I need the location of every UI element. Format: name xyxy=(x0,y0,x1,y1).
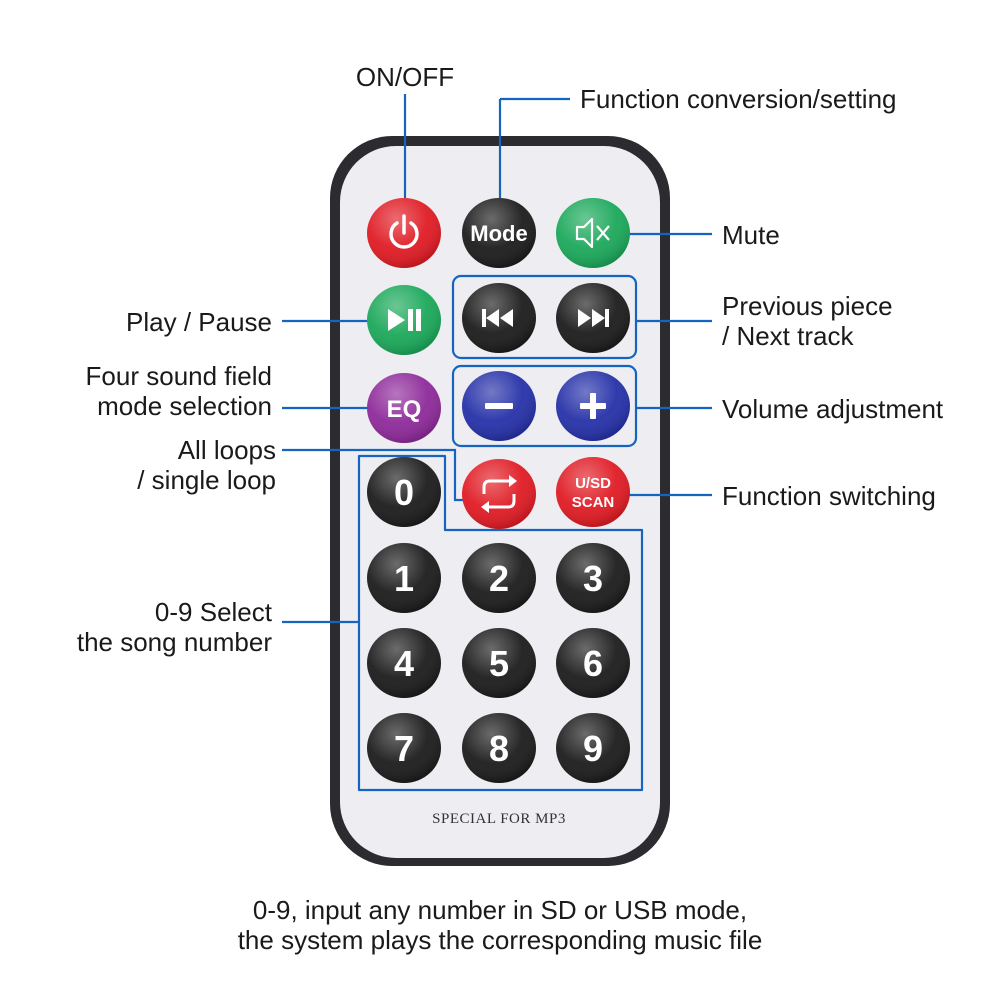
previous-button[interactable] xyxy=(462,283,536,353)
label-on-off: ON/OFF xyxy=(355,62,455,92)
digit-6-button[interactable]: 6 xyxy=(556,628,630,698)
label-function-setting: Function conversion/setting xyxy=(580,84,897,114)
digit-7-button[interactable]: 7 xyxy=(367,713,441,783)
footer-line-2: the system plays the corresponding music… xyxy=(237,925,763,955)
digit-2-label: 2 xyxy=(489,558,509,599)
digit-5-label: 5 xyxy=(489,643,509,684)
digit-0-label: 0 xyxy=(394,472,414,513)
plus-icon xyxy=(580,393,606,419)
next-icon xyxy=(578,309,609,327)
loop-icon xyxy=(481,475,517,513)
mode-button[interactable]: Mode xyxy=(462,198,536,268)
previous-icon xyxy=(482,309,513,327)
digit-4-label: 4 xyxy=(394,643,414,684)
digit-8-label: 8 xyxy=(489,728,509,769)
play-pause-button[interactable] xyxy=(367,285,441,355)
digit-7-label: 7 xyxy=(394,728,414,769)
digit-3-button[interactable]: 3 xyxy=(556,543,630,613)
mode-label: Mode xyxy=(470,221,527,246)
label-prev-next-2: / Next track xyxy=(722,321,854,351)
label-eq-1: Four sound field xyxy=(85,361,272,391)
play-pause-icon xyxy=(388,309,421,331)
label-volume: Volume adjustment xyxy=(722,394,944,424)
minus-icon xyxy=(485,403,513,409)
usd-label-line1: U/SD xyxy=(575,475,611,492)
footer-line-1: 0-9, input any number in SD or USB mode, xyxy=(252,895,748,925)
label-eq-2: mode selection xyxy=(97,391,272,421)
power-icon xyxy=(389,214,419,249)
label-select-1: 0-9 Select xyxy=(154,597,272,627)
power-button[interactable] xyxy=(367,198,441,268)
label-prev-next-1: Previous piece xyxy=(722,291,893,321)
digit-1-button[interactable]: 1 xyxy=(367,543,441,613)
volume-up-button[interactable] xyxy=(556,371,630,441)
label-loops-2: / single loop xyxy=(137,465,276,495)
digit-6-label: 6 xyxy=(583,643,603,684)
mute-icon xyxy=(575,217,610,249)
volume-down-button[interactable] xyxy=(462,371,536,441)
callout-lines xyxy=(282,94,712,792)
digit-0-button[interactable]: 0 xyxy=(367,457,441,527)
label-select-2: the song number xyxy=(76,627,272,657)
usd-scan-button[interactable]: U/SD SCAN xyxy=(556,457,630,527)
label-mute: Mute xyxy=(722,220,780,250)
digit-2-button[interactable]: 2 xyxy=(462,543,536,613)
label-loops-1: All loops xyxy=(177,435,276,465)
brand-text: SPECIAL FOR MP3 xyxy=(432,811,566,827)
digit-9-label: 9 xyxy=(583,728,603,769)
next-button[interactable] xyxy=(556,283,630,353)
label-function-switching: Function switching xyxy=(722,481,936,511)
digit-5-button[interactable]: 5 xyxy=(462,628,536,698)
digit-9-button[interactable]: 9 xyxy=(556,713,630,783)
usd-label-line2: SCAN xyxy=(572,494,615,511)
eq-button[interactable]: EQ xyxy=(367,373,441,443)
digit-4-button[interactable]: 4 xyxy=(367,628,441,698)
digit-3-label: 3 xyxy=(583,558,603,599)
label-play-pause: Play / Pause xyxy=(126,307,272,337)
loop-button[interactable] xyxy=(462,459,536,529)
digit-8-button[interactable]: 8 xyxy=(462,713,536,783)
digit-1-label: 1 xyxy=(394,558,414,599)
eq-label: EQ xyxy=(387,396,422,423)
mute-button[interactable] xyxy=(556,198,630,268)
